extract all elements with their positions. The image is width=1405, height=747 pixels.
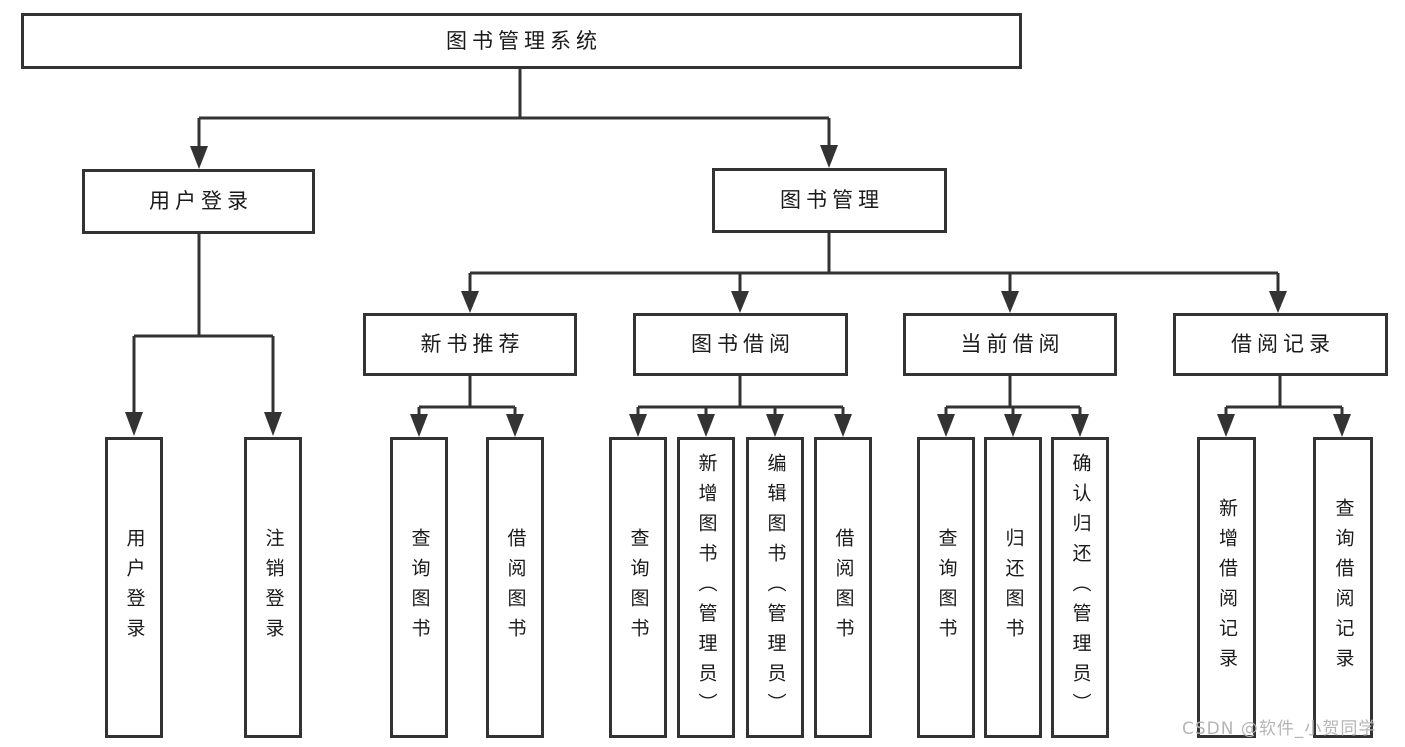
leaf-logout: 注销登录: [244, 437, 302, 738]
leaf-borrow-books: 借阅图书: [814, 437, 872, 738]
watermark: CSDN @软件_小贺同学: [1182, 719, 1377, 739]
node-user-login: 用户登录: [82, 169, 315, 234]
node-book-management-label: 图书管理: [780, 188, 884, 212]
arrowhead-icon: [1004, 414, 1022, 437]
arrowhead-icon: [461, 291, 479, 313]
connector-borrow-records-subtree: [1224, 376, 1344, 416]
arrowhead-icon: [1333, 414, 1351, 437]
leaf-query-books-current-label: 查询图书: [935, 527, 958, 648]
node-borrow-records-label: 借阅记录: [1231, 332, 1335, 356]
arrowhead-icon: [731, 291, 749, 313]
arrowhead-icon: [766, 414, 784, 437]
connector-stems: [132, 68, 1344, 416]
connector-user-login-subtree: [132, 234, 275, 414]
arrowhead-icon: [1269, 291, 1287, 313]
node-current-borrow-label: 当前借阅: [960, 332, 1065, 356]
leaf-add-book-admin-label: 新增图书（管理员）: [695, 452, 718, 723]
leaf-edit-book-admin-label: 编辑图书（管理员）: [764, 452, 787, 723]
leaf-query-books-borrow: 查询图书: [609, 437, 667, 738]
connector-book-borrow-subtree: [636, 376, 845, 416]
leaf-user-login: 用户登录: [105, 437, 163, 738]
arrowhead-icons: [125, 145, 1351, 437]
leaf-query-books-recommend-label: 查询图书: [408, 527, 431, 648]
leaf-confirm-return-admin-label: 确认归还（管理员）: [1069, 452, 1092, 723]
node-book-borrow: 图书借阅: [633, 313, 848, 376]
connector-book-management-subtree: [468, 233, 1280, 293]
leaf-borrow-books-label: 借阅图书: [832, 527, 855, 648]
leaf-borrow-books-recommend: 借阅图书: [486, 437, 544, 738]
arrowhead-icon: [410, 414, 428, 437]
node-book-management: 图书管理: [712, 168, 947, 233]
leaf-query-books-borrow-label: 查询图书: [627, 527, 650, 648]
node-library-system: 图书管理系统: [21, 13, 1022, 69]
leaf-confirm-return-admin: 确认归还（管理员）: [1051, 437, 1109, 738]
node-user-login-label: 用户登录: [149, 189, 253, 213]
node-library-system-label: 图书管理系统: [446, 28, 602, 53]
leaf-query-borrow-record: 查询借阅记录: [1313, 437, 1373, 738]
leaf-return-book: 归还图书: [984, 437, 1042, 738]
arrowhead-icon: [264, 412, 282, 436]
leaf-user-login-label: 用户登录: [123, 527, 146, 648]
connector-new-book-subtree: [417, 376, 517, 416]
leaf-query-books-current: 查询图书: [917, 437, 975, 738]
leaf-return-book-label: 归还图书: [1002, 527, 1025, 648]
leaf-add-borrow-record-label: 新增借阅记录: [1216, 497, 1238, 678]
arrowhead-icon: [1217, 414, 1235, 437]
leaf-logout-label: 注销登录: [262, 527, 285, 648]
arrowhead-icon: [629, 414, 647, 437]
arrowhead-icon: [190, 146, 208, 169]
leaf-add-borrow-record: 新增借阅记录: [1197, 437, 1256, 738]
arrowhead-icon: [697, 414, 715, 437]
connector-root-to-level2: [197, 68, 831, 148]
connector-current-borrow-subtree: [944, 376, 1082, 416]
arrowhead-icon: [125, 412, 143, 436]
node-new-book-recommend-label: 新书推荐: [420, 332, 525, 356]
leaf-query-books-recommend: 查询图书: [390, 437, 448, 738]
leaf-edit-book-admin: 编辑图书（管理员）: [746, 437, 804, 738]
arrowhead-icon: [1071, 414, 1089, 437]
leaf-add-book-admin: 新增图书（管理员）: [677, 437, 735, 738]
arrowhead-icon: [834, 414, 852, 437]
node-current-borrow: 当前借阅: [903, 313, 1117, 376]
node-new-book-recommend: 新书推荐: [363, 313, 577, 376]
node-book-borrow-label: 图书借阅: [691, 332, 795, 356]
arrowhead-icon: [506, 414, 524, 437]
arrowhead-icon: [937, 414, 955, 437]
node-borrow-records: 借阅记录: [1173, 313, 1388, 376]
arrowhead-icon: [820, 145, 838, 168]
leaf-borrow-books-recommend-label: 借阅图书: [504, 527, 527, 648]
arrowhead-icon: [1001, 291, 1019, 313]
leaf-query-borrow-record-label: 查询借阅记录: [1332, 497, 1355, 678]
